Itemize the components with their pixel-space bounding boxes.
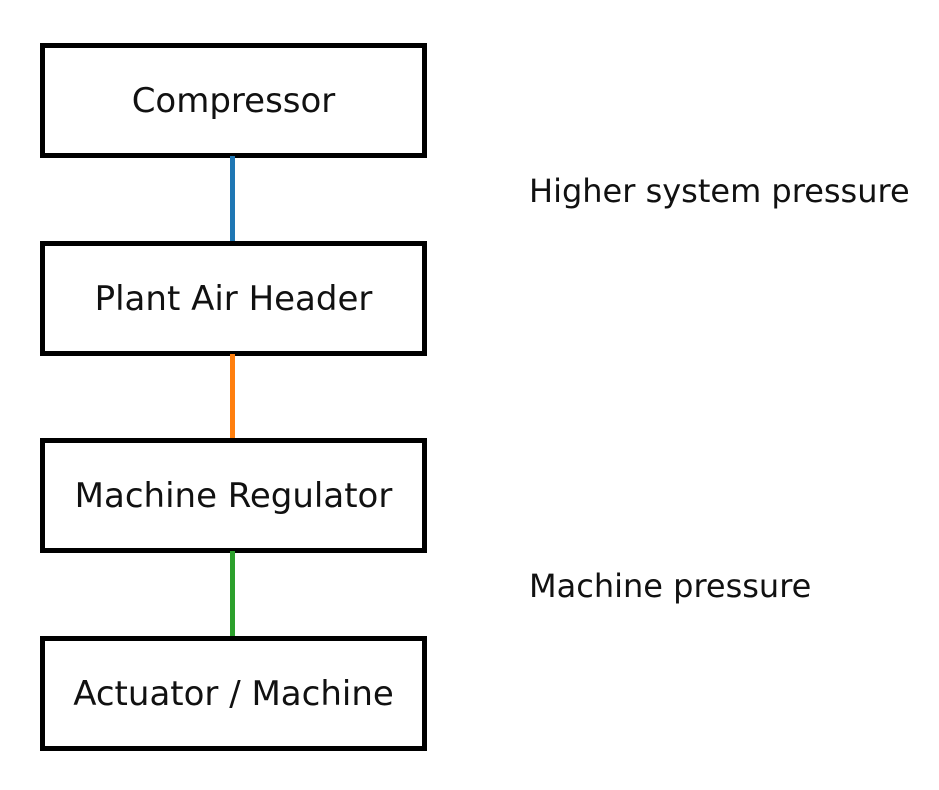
connector-header-to-regulator	[230, 354, 235, 439]
node-label-plant-air-header: Plant Air Header	[94, 278, 373, 319]
node-compressor: Compressor	[40, 43, 427, 158]
connector-regulator-to-actuator	[230, 551, 235, 637]
connector-compressor-to-header	[230, 156, 235, 242]
node-machine-regulator: Machine Regulator	[40, 438, 427, 553]
node-label-actuator-machine: Actuator / Machine	[73, 673, 394, 714]
node-plant-air-header: Plant Air Header	[40, 241, 427, 356]
node-label-compressor: Compressor	[131, 80, 336, 121]
annotation-machine-pressure: Machine pressure	[529, 567, 812, 605]
node-label-machine-regulator: Machine Regulator	[74, 475, 393, 516]
annotation-higher-system-pressure: Higher system pressure	[529, 172, 910, 210]
node-actuator-machine: Actuator / Machine	[40, 636, 427, 751]
